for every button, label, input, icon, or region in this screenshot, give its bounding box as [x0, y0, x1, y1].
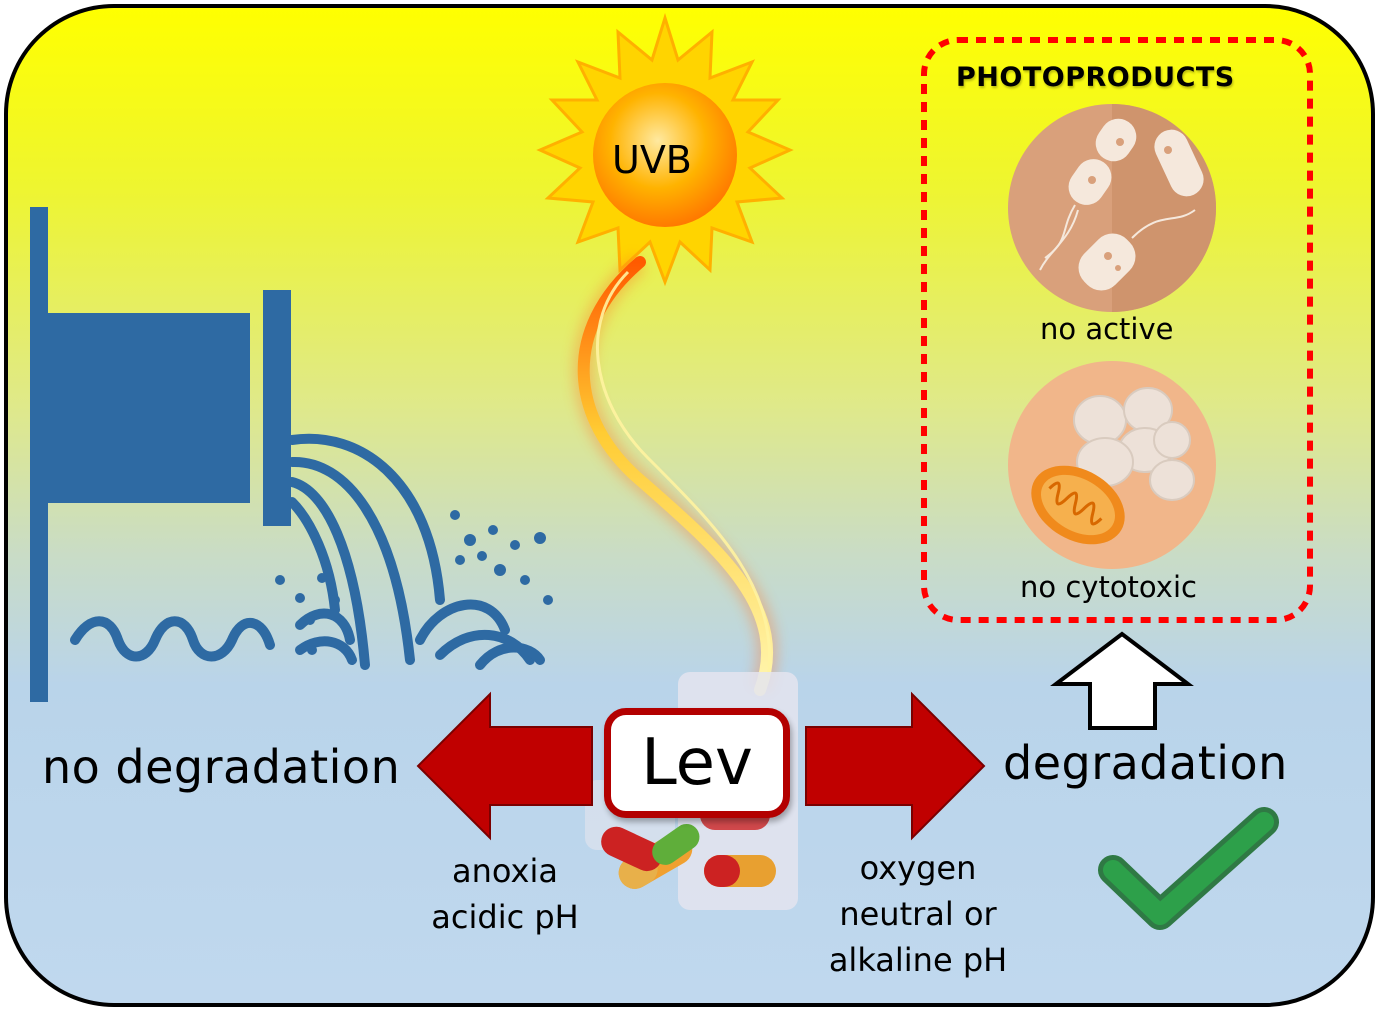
uvb-label: UVB — [612, 138, 692, 182]
no-active-label: no active — [1040, 312, 1174, 346]
up-arrow — [1050, 631, 1194, 730]
right-conditions: oxygen neutral or alkaline pH — [812, 845, 1024, 983]
pipe-outlet-icon — [30, 207, 553, 702]
sun-icon — [536, 12, 794, 287]
no-cytotoxic-label: no cytotoxic — [1020, 570, 1197, 604]
cell-mitochondria-icon — [1008, 361, 1216, 569]
right-arrow — [805, 691, 986, 841]
acidic-ph-label: acidic pH — [431, 898, 579, 936]
oxygen-label: oxygen — [859, 849, 977, 887]
alkaline-ph-label: alkaline pH — [828, 941, 1008, 979]
lev-label-box: Lev — [604, 708, 790, 818]
left-conditions: anoxia acidic pH — [420, 848, 590, 940]
no-degradation-label: no degradation — [42, 740, 401, 794]
left-arrow — [416, 691, 593, 841]
neutral-label: neutral or — [839, 895, 997, 933]
uv-light-beam — [572, 253, 779, 696]
anoxia-label: anoxia — [452, 852, 558, 890]
bacteria-icon — [1008, 104, 1216, 312]
degradation-label: degradation — [1003, 736, 1288, 790]
photoproducts-title: PHOTOPRODUCTS — [956, 62, 1235, 93]
lev-label: Lev — [641, 726, 753, 800]
